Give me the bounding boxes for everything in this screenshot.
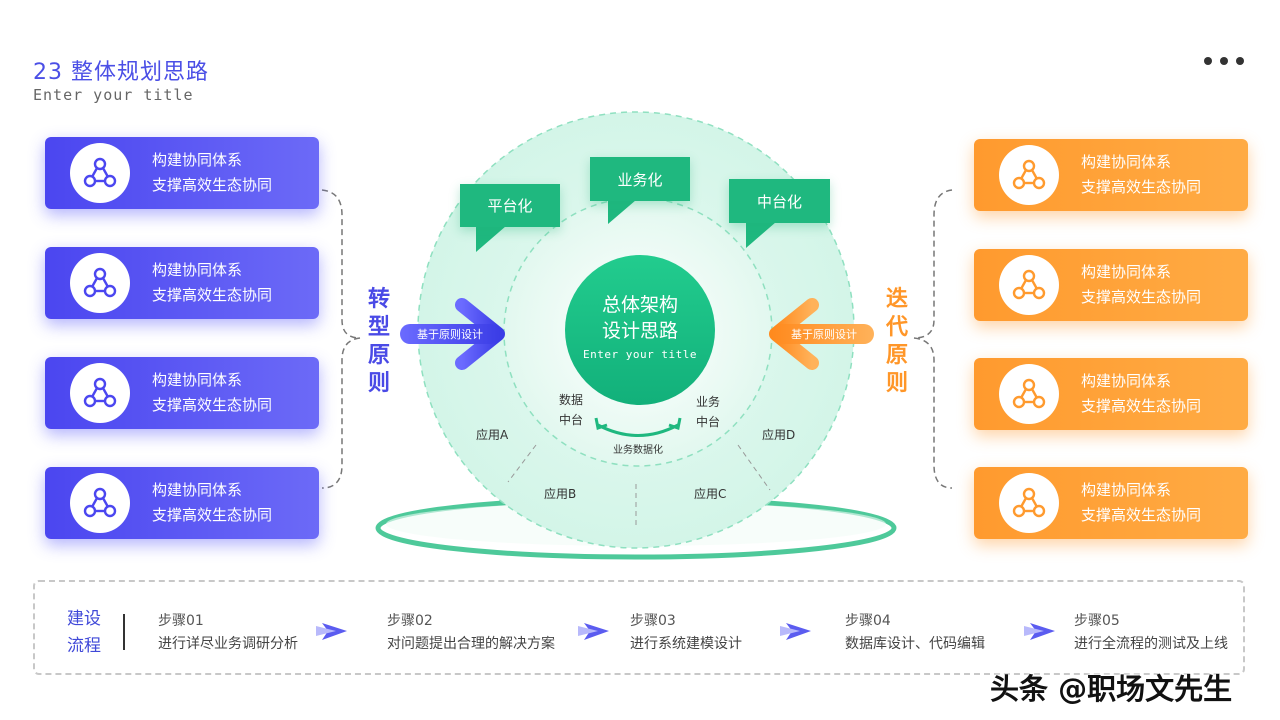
right-bracket-top	[913, 189, 953, 339]
network-icon	[70, 473, 130, 533]
card-line2: 支撑高效生态协同	[152, 506, 273, 524]
process-panel	[33, 580, 1245, 675]
bubble-tail-left	[476, 226, 506, 252]
process-arrow-icon-2	[578, 623, 609, 640]
network-icon	[70, 143, 130, 203]
right-arrow-label: 基于原则设计	[791, 328, 857, 341]
left-card-3[interactable]: 构建协同体系支撑高效生态协同	[45, 357, 319, 429]
card-line2: 支撑高效生态协同	[152, 286, 273, 304]
left-arrow-label: 基于原则设计	[417, 328, 483, 341]
page-title: 23 整体规划思路	[33, 60, 209, 85]
card-line1: 构建协同体系	[1081, 481, 1172, 499]
card-line1: 构建协同体系	[1081, 372, 1172, 390]
card-line2: 支撑高效生态协同	[1081, 288, 1202, 306]
left-bracket-bottom	[321, 337, 361, 489]
network-icon	[999, 473, 1059, 533]
process-arrow-icon-3	[780, 623, 811, 640]
card-line1: 构建协同体系	[152, 261, 243, 279]
process-arrow-icon-1	[316, 623, 347, 640]
left-arrow-icon	[400, 298, 505, 370]
process-separator	[123, 614, 125, 650]
left-card-1[interactable]: 构建协同体系支撑高效生态协同	[45, 137, 319, 209]
bubble-middle-platform: 中台化	[729, 179, 830, 223]
card-line2: 支撑高效生态协同	[152, 396, 273, 414]
bubble-tail-mid	[608, 200, 636, 224]
card-line1: 构建协同体系	[152, 481, 243, 499]
bubble-tail-right	[746, 222, 776, 248]
right-card-2[interactable]: 构建协同体系支撑高效生态协同	[974, 249, 1248, 321]
card-line2: 支撑高效生态协同	[1081, 506, 1202, 524]
network-icon	[999, 364, 1059, 424]
center-circle	[565, 255, 715, 405]
card-line1: 构建协同体系	[1081, 153, 1172, 171]
right-card-4[interactable]: 构建协同体系支撑高效生态协同	[974, 467, 1248, 539]
bubble-business: 业务化	[590, 157, 690, 201]
network-icon	[999, 255, 1059, 315]
app-d-label: 应用D	[762, 428, 796, 442]
right-bracket-bottom	[913, 337, 953, 489]
watermark: 头条 @职场文先生	[990, 672, 1233, 706]
app-c-label: 应用C	[694, 487, 727, 501]
app-b-label: 应用B	[544, 487, 577, 501]
left-card-2[interactable]: 构建协同体系支撑高效生态协同	[45, 247, 319, 319]
card-line1: 构建协同体系	[152, 371, 243, 389]
right-card-1[interactable]: 构建协同体系支撑高效生态协同	[974, 139, 1248, 211]
card-line1: 构建协同体系	[152, 151, 243, 169]
divider-c	[737, 444, 771, 491]
business-middle-label: 业务中台	[695, 395, 720, 429]
center-title: 总体架构 设计思路 Enter your title	[583, 294, 697, 361]
right-arrow-icon	[769, 298, 874, 370]
process-label: 建设流程	[67, 609, 101, 656]
bubble-platform: 平台化	[460, 184, 560, 227]
more-options-icon[interactable]	[1204, 54, 1248, 68]
network-icon	[70, 363, 130, 423]
left-card-4[interactable]: 构建协同体系支撑高效生态协同	[45, 467, 319, 539]
page-subtitle: Enter your title	[33, 86, 194, 104]
card-line2: 支撑高效生态协同	[1081, 397, 1202, 415]
left-bracket-top	[321, 189, 361, 339]
app-a-label: 应用A	[476, 428, 509, 442]
process-arrow-icon-4	[1024, 623, 1055, 640]
right-principle-label: 迭代原则	[885, 287, 908, 396]
network-icon	[999, 145, 1059, 205]
network-icon	[70, 253, 130, 313]
card-line1: 构建协同体系	[1081, 263, 1172, 281]
divider-a	[507, 444, 537, 483]
flow-label: 业务数据化	[613, 445, 663, 456]
card-line2: 支撑高效生态协同	[152, 176, 273, 194]
flow-arrow	[597, 423, 679, 437]
left-principle-label: 转型原则	[367, 287, 390, 396]
card-line2: 支撑高效生态协同	[1081, 178, 1202, 196]
right-card-3[interactable]: 构建协同体系支撑高效生态协同	[974, 358, 1248, 430]
data-middle-label: 数据中台	[558, 393, 583, 427]
